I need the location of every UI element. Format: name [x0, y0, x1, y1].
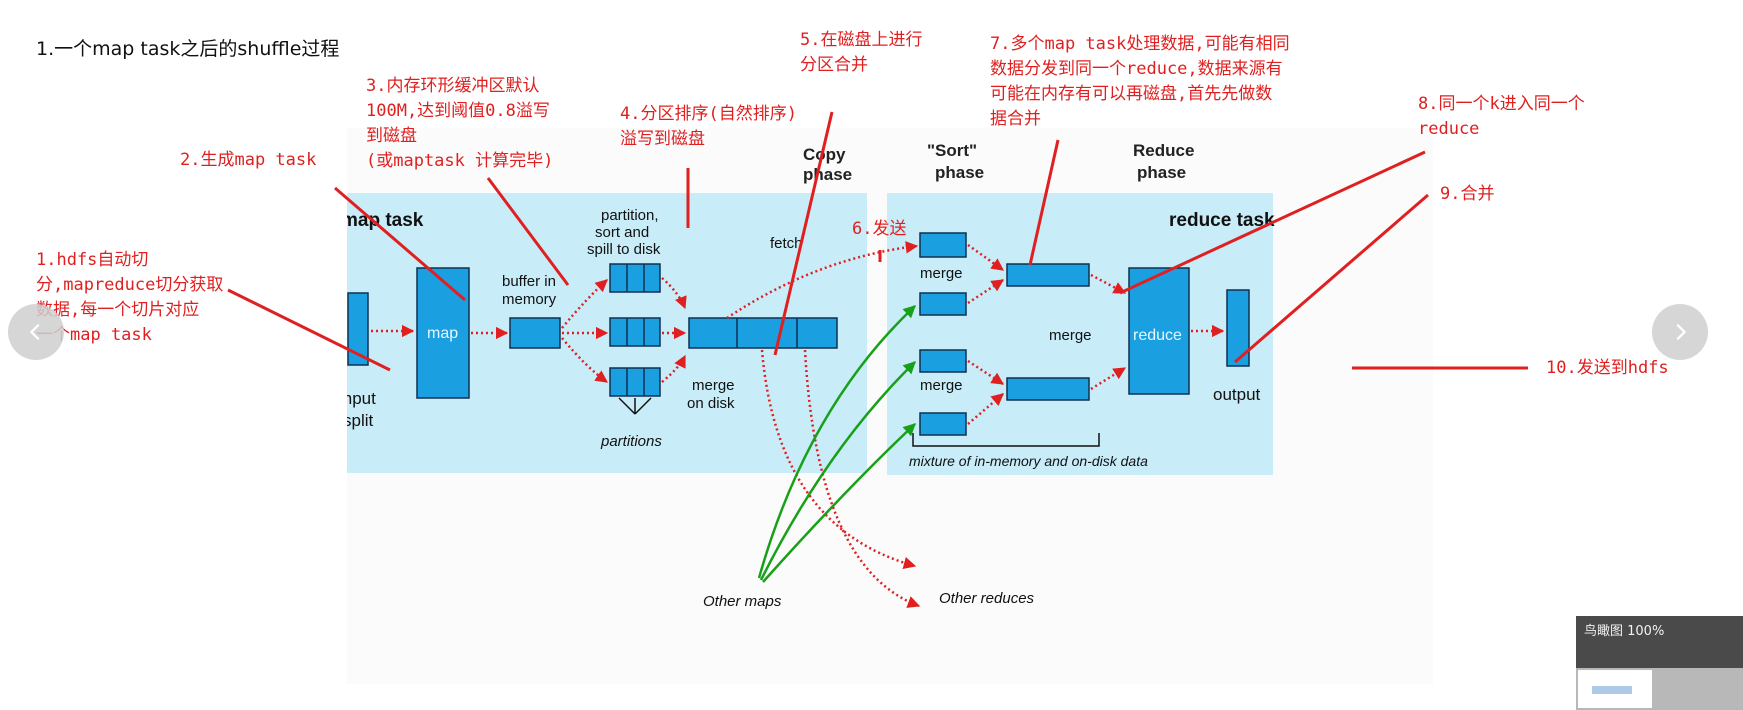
merge-label-1: merge: [920, 265, 963, 282]
other-reduces-label: Other reduces: [939, 590, 1035, 607]
overview-thumb-content: [1592, 686, 1632, 694]
partition-line1: partition,: [601, 207, 659, 224]
annotation-5: 5.在磁盘上进行 分区合并: [800, 28, 922, 78]
sort-file-2: [919, 292, 967, 316]
green-flow-arrows: [757, 305, 916, 583]
reduce-label: reduce: [1133, 327, 1182, 344]
annotation-6: 6.发送: [852, 217, 906, 242]
shuffle-diagram: map task reduce task Copy phase "Sort" p…: [327, 128, 1433, 684]
mixture-label: mixture of in-memory and on-disk data: [909, 453, 1148, 469]
annotation-4: 4.分区排序(自然排序) 溢写到磁盘: [620, 102, 797, 152]
annotation-5-line1: 5.在磁盘上进行: [800, 30, 923, 50]
merge-label-2: merge: [920, 377, 963, 394]
annotation-3-line3: 到磁盘: [366, 126, 417, 146]
output-box: [1226, 289, 1250, 367]
spill-file-3: [609, 367, 661, 397]
buffer-box: [509, 317, 561, 349]
annotation-8: 8.同一个k进入同一个 reduce: [1418, 92, 1585, 142]
sort-file-3: [919, 349, 967, 373]
input-split-box: [347, 292, 369, 366]
reduce-phase-line2: phase: [1137, 163, 1186, 182]
sort-file-4: [919, 412, 967, 436]
prev-button[interactable]: [8, 304, 64, 360]
merged-disk-file: [688, 317, 838, 349]
sort-phase-line1: "Sort": [927, 141, 977, 160]
overview-label: 鸟瞰图 100%: [1584, 624, 1665, 639]
annotation-1-line3: 数据,每一个切片对应: [36, 300, 200, 320]
overview-thumbnail[interactable]: [1576, 668, 1743, 710]
annotation-3-line4: (或maptask 计算完毕): [366, 151, 554, 171]
annotation-2: 2.生成map task: [180, 148, 316, 173]
merge-label-3: merge: [1049, 327, 1092, 344]
annotation-1-line2: 分,mapreduce切分获取: [36, 275, 224, 295]
overview-panel[interactable]: 鸟瞰图 100%: [1576, 616, 1743, 710]
overview-viewport[interactable]: [1578, 670, 1652, 708]
merged-run-2: [1006, 377, 1090, 401]
copy-phase-line1: Copy: [803, 145, 846, 164]
annotation-1-line4: 一个map task: [36, 325, 152, 345]
next-button[interactable]: [1652, 304, 1708, 360]
annotation-4-line2: 溢写到磁盘: [620, 129, 705, 149]
annotation-7: 7.多个map task处理数据,可能有相同 数据分发到同一个reduce,数据…: [990, 32, 1290, 132]
map-label: map: [427, 325, 458, 342]
chevron-left-icon: [25, 321, 47, 343]
partition-line3: spill to disk: [587, 241, 661, 258]
other-maps-label: Other maps: [703, 593, 782, 610]
annotation-2-line1: 2.生成map task: [180, 150, 317, 170]
partitions-label: partitions: [600, 433, 662, 450]
annotation-1: 1.hdfs自动切 分,mapreduce切分获取 数据,每一个切片对应 一个m…: [36, 248, 223, 348]
spill-file-1: [609, 263, 661, 293]
page-title: 1.一个map task之后的shuffle过程: [36, 38, 340, 60]
input-split-line2: split: [347, 411, 374, 430]
reduce-box: [1128, 267, 1190, 395]
spill-file-2: [609, 317, 661, 347]
buffer-line1: buffer in: [502, 273, 556, 290]
annotation-3-line1: 3.内存环形缓冲区默认: [366, 76, 540, 96]
partition-line2: sort and: [595, 224, 649, 241]
annotation-5-line2: 分区合并: [800, 55, 868, 75]
annotation-10: 10.发送到hdfs: [1546, 356, 1669, 381]
annotation-3-line2: 100M,达到阈值0.8溢写: [366, 101, 550, 121]
mixture-bracket: [912, 433, 1100, 447]
annotation-7-line1: 7.多个map task处理数据,可能有相同: [990, 34, 1290, 54]
merged-run-1: [1006, 263, 1090, 287]
annotation-1-line1: 1.hdfs自动切: [36, 250, 149, 270]
map-task-label: map task: [347, 210, 424, 231]
annotation-8-line2: reduce: [1418, 119, 1480, 139]
chevron-right-icon: [1669, 321, 1691, 343]
reduce-task-label: reduce task: [1169, 210, 1275, 231]
annotation-9: 9.合并: [1440, 182, 1494, 207]
annotation-8-line1: 8.同一个k进入同一个: [1418, 94, 1585, 114]
annotation-4-line1: 4.分区排序(自然排序): [620, 104, 797, 124]
output-label: output: [1213, 385, 1261, 404]
sort-file-1: [919, 232, 967, 258]
merge-on-disk-line1: merge: [692, 377, 735, 394]
buffer-line2: memory: [502, 291, 557, 308]
annotation-7-line3: 可能在内存有可以再磁盘,首先先做数: [990, 84, 1273, 104]
reduce-phase-line1: Reduce: [1133, 141, 1194, 160]
annotation-7-line4: 据合并: [990, 109, 1041, 129]
sort-phase-line2: phase: [935, 163, 984, 182]
annotation-6-line1: 6.发送: [852, 219, 907, 239]
red-flow-arrows: [371, 241, 1225, 608]
annotation-3: 3.内存环形缓冲区默认 100M,达到阈值0.8溢写 到磁盘 (或maptask…: [366, 74, 553, 174]
annotation-7-line2: 数据分发到同一个reduce,数据来源有: [990, 59, 1283, 79]
annotation-10-line1: 10.发送到hdfs: [1546, 358, 1669, 378]
input-split-line1: input: [347, 389, 376, 408]
map-box: [416, 267, 470, 399]
merge-on-disk-line2: on disk: [687, 395, 735, 412]
partition-pointers: [618, 397, 652, 415]
fetch-label: fetch: [770, 235, 803, 252]
annotation-9-line1: 9.合并: [1440, 184, 1495, 204]
